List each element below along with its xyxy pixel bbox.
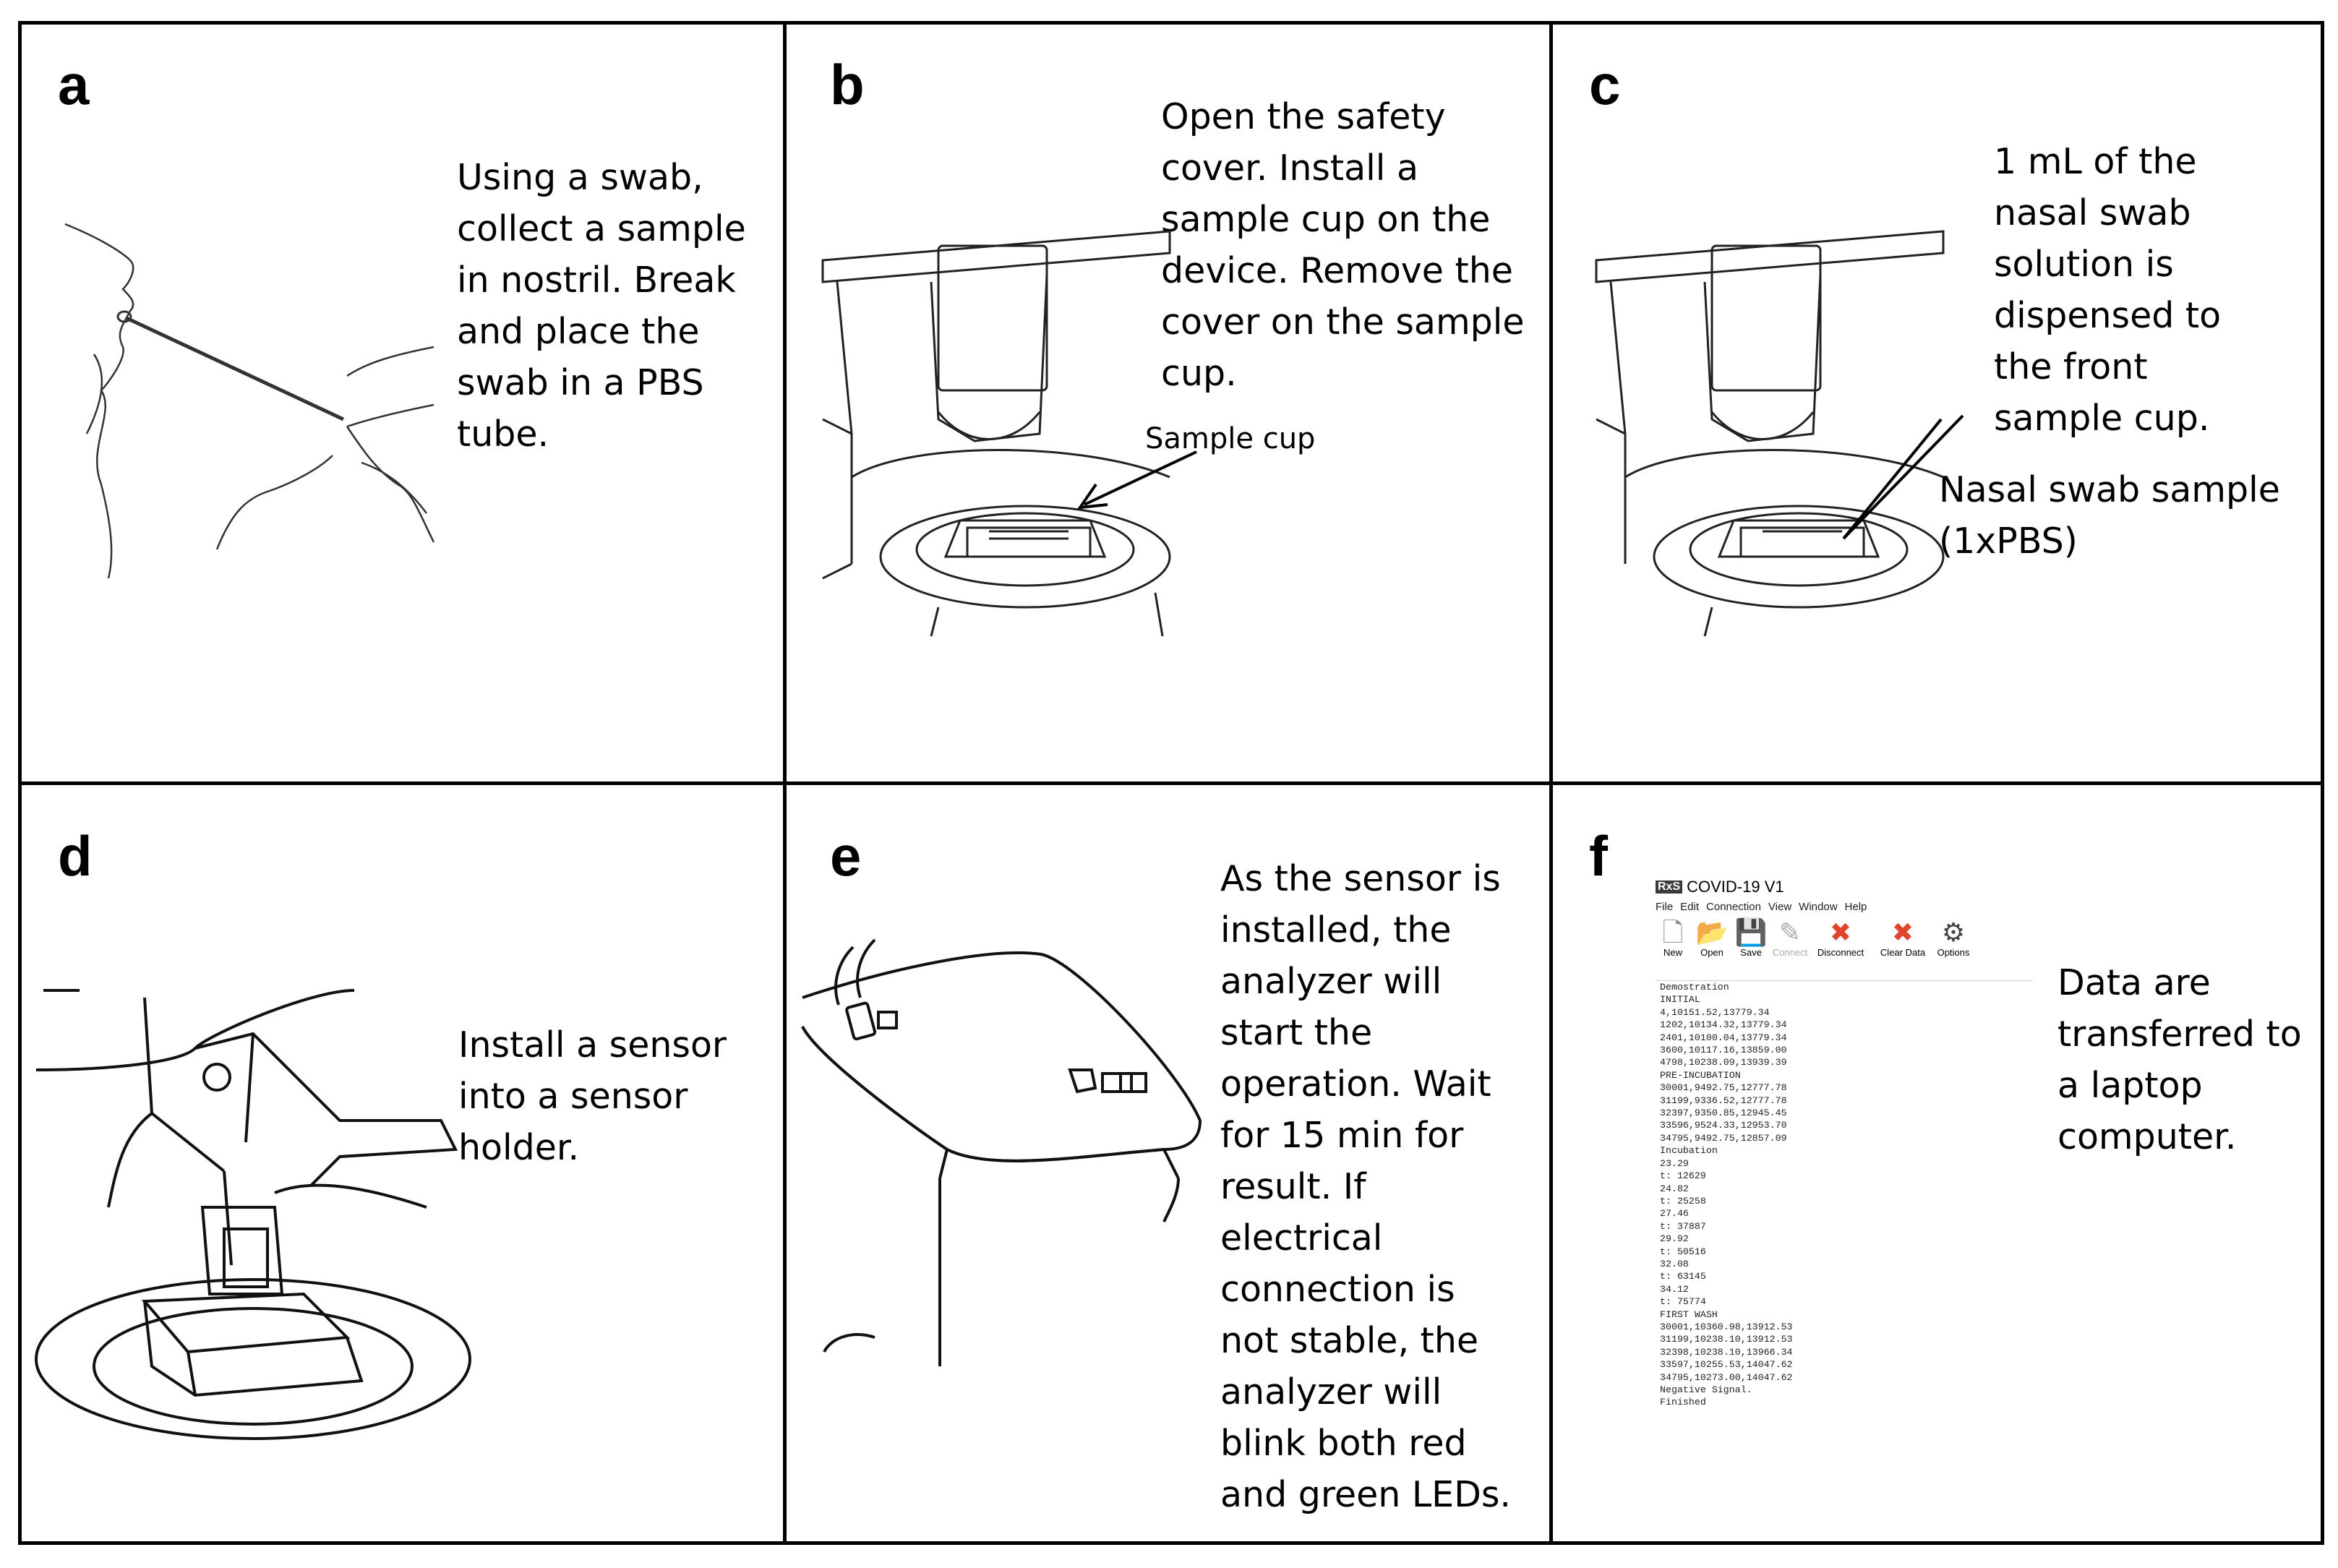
- log-line: 2401,10100.04,13779.34: [1660, 1032, 1787, 1043]
- log-line: 24.82: [1660, 1183, 1689, 1194]
- panel-b-letter: b: [830, 53, 865, 116]
- panel-e-letter: e: [830, 824, 862, 888]
- sample-cup-arrow: [1070, 448, 1200, 513]
- menu-file[interactable]: File: [1656, 900, 1674, 913]
- log-line: t: 63145: [1660, 1271, 1706, 1282]
- grid-border-bottom: [18, 1541, 2324, 1545]
- log-line: 3600,10117.16,13859.00: [1660, 1045, 1787, 1056]
- new-file-icon: 🗋: [1662, 917, 1684, 947]
- log-line: 30001,9492.75,12777.78: [1660, 1082, 1787, 1094]
- save-button-label: Save: [1740, 947, 1762, 958]
- options-button[interactable]: ⚙ Options: [1936, 917, 1971, 959]
- options-button-label: Options: [1937, 947, 1970, 958]
- grid-divider-h: [18, 781, 2324, 785]
- log-line: 34795,9492.75,12857.09: [1660, 1132, 1787, 1144]
- window-title-bar: RxS COVID-19 V1: [1656, 876, 2031, 898]
- menu-help[interactable]: Help: [1844, 900, 1867, 913]
- options-gear-icon: ⚙: [1941, 917, 1966, 947]
- menu-view[interactable]: View: [1768, 900, 1792, 913]
- disconnect-button[interactable]: ✖ Disconnect: [1812, 917, 1870, 959]
- panel-d-letter: d: [58, 824, 93, 888]
- log-line: t: 50516: [1660, 1246, 1706, 1257]
- analyzer-device-illustration-c: [1596, 202, 1943, 636]
- swab-nose-illustration: [58, 210, 434, 586]
- log-line: 23.29: [1660, 1157, 1689, 1169]
- connect-button[interactable]: ✎ Connect: [1772, 917, 1808, 959]
- toolbar: 🗋 New 📂 Open 💾 Save ✎ Connect ✖ Disconne…: [1656, 915, 2031, 981]
- new-button-label: New: [1663, 947, 1682, 958]
- log-line: Finished: [1660, 1397, 1706, 1408]
- save-button[interactable]: 💾 Save: [1734, 917, 1768, 959]
- app-logo: RxS: [1656, 881, 1683, 894]
- log-line: 4,10151.52,13779.34: [1660, 1006, 1770, 1018]
- log-line: 32397,9350.85,12945.45: [1660, 1108, 1787, 1119]
- menu-edit[interactable]: Edit: [1680, 900, 1700, 913]
- log-line: Incubation: [1660, 1145, 1718, 1157]
- connect-icon: ✎: [1778, 917, 1802, 947]
- log-line: 34795,10273.00,14047.62: [1660, 1371, 1793, 1383]
- log-line: t: 75774: [1660, 1296, 1706, 1308]
- panel-c-letter: c: [1589, 53, 1621, 116]
- panel-e-text: As the sensor is installed, the analyzer…: [1220, 858, 1511, 1515]
- log-line: 31199,9336.52,12777.78: [1660, 1094, 1787, 1106]
- log-line: 31199,10238.10,13912.53: [1660, 1334, 1793, 1345]
- log-line: 29.92: [1660, 1233, 1689, 1245]
- software-window: RxS COVID-19 V1 File Edit Connection Vie…: [1656, 876, 2031, 1409]
- log-line: 1202,10134.32,13779.34: [1660, 1019, 1787, 1031]
- clear-data-button[interactable]: ✖ Clear Data: [1874, 917, 1932, 959]
- window-title: COVID-19 V1: [1687, 878, 1784, 896]
- open-folder-icon: 📂: [1695, 917, 1729, 947]
- connect-button-label: Connect: [1772, 947, 1808, 958]
- new-button[interactable]: 🗋 New: [1656, 917, 1690, 959]
- grid-border-top: [18, 21, 2324, 25]
- log-line: 33596,9524.33,12953.70: [1660, 1120, 1787, 1131]
- sensor-holder-illustration: [36, 990, 477, 1424]
- panel-a-text: Using a swab, collect a sample in nostri…: [457, 157, 746, 455]
- log-line: 33597,10255.53,14047.62: [1660, 1359, 1793, 1371]
- panel-f-letter: f: [1589, 824, 1608, 888]
- open-button-label: Open: [1700, 947, 1723, 958]
- menu-bar: File Edit Connection View Window Help: [1656, 898, 2031, 915]
- panel-c-text: 1 mL of the nasal swab solution is dispe…: [1994, 141, 2222, 439]
- log-line: 32.08: [1660, 1258, 1689, 1269]
- log-line: PRE-INCUBATION: [1660, 1069, 1741, 1081]
- log-line: Negative Signal.: [1660, 1384, 1752, 1395]
- clear-data-button-label: Clear Data: [1880, 947, 1926, 958]
- log-line: 4798,10238.09,13939.39: [1660, 1057, 1787, 1068]
- sample-cup-callout: Sample cup: [1145, 422, 1316, 455]
- menu-connection[interactable]: Connection: [1706, 900, 1761, 913]
- log-line: 27.46: [1660, 1208, 1689, 1220]
- log-line: t: 12629: [1660, 1170, 1706, 1182]
- panel-d-text: Install a sensor into a sensor holder.: [458, 1024, 727, 1168]
- log-line: FIRST WASH: [1660, 1308, 1718, 1320]
- panel-a-letter: a: [58, 53, 90, 116]
- analyzer-device-illustration-b: [823, 202, 1170, 636]
- log-line: t: 25258: [1660, 1195, 1706, 1207]
- menu-window[interactable]: Window: [1799, 900, 1838, 913]
- log-line: 34.12: [1660, 1283, 1689, 1295]
- analyzer-top-with-sensor-illustration: [802, 933, 1222, 1366]
- nasal-swab-callout: Nasal swab sample (1xPBS): [1939, 469, 2280, 562]
- save-icon: 💾: [1734, 917, 1768, 947]
- log-line: 32398,10238.10,13966.34: [1660, 1346, 1793, 1358]
- open-button[interactable]: 📂 Open: [1695, 917, 1729, 959]
- disconnect-icon: ✖: [1829, 917, 1852, 947]
- pipette-tip-icon: [1822, 412, 1966, 549]
- clear-data-icon: ✖: [1891, 917, 1914, 947]
- disconnect-button-label: Disconnect: [1817, 947, 1864, 958]
- log-line: 30001,10360.98,13912.53: [1660, 1321, 1793, 1332]
- log-line: Demostration: [1660, 982, 1729, 993]
- panel-f-text: Data are transferred to a laptop compute…: [2057, 962, 2302, 1157]
- log-line: t: 37887: [1660, 1220, 1706, 1232]
- log-line: INITIAL: [1660, 994, 1700, 1006]
- panel-b-text: Open the safety cover. Install a sample …: [1161, 96, 1525, 394]
